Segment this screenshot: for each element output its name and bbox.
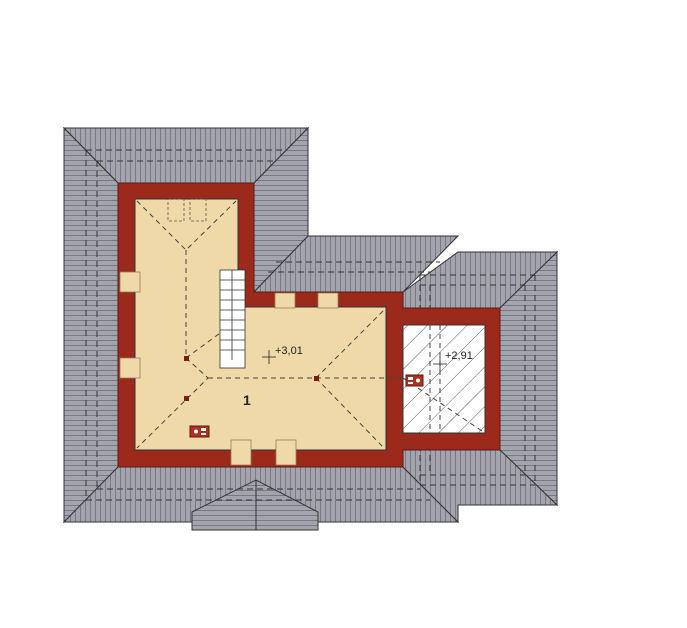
window <box>230 439 252 466</box>
room-1-floor <box>134 198 387 451</box>
window <box>119 271 141 293</box>
window <box>119 357 141 379</box>
chimney-icon <box>405 374 424 387</box>
roof-plane-west <box>63 126 119 524</box>
window <box>274 292 296 309</box>
roof-dashed-lines <box>85 149 536 501</box>
window <box>275 439 297 466</box>
chimney-icon <box>189 425 210 438</box>
level-marker-icon <box>262 350 447 371</box>
ceiling-slope-lines <box>136 200 486 449</box>
elevation-main: +3,01 <box>275 345 303 357</box>
staircase <box>219 269 246 369</box>
window <box>189 198 207 222</box>
elevation-annex: +2,91 <box>445 350 473 362</box>
window <box>317 292 339 309</box>
room-number: 1 <box>243 392 251 408</box>
dormer-roof <box>191 479 319 531</box>
roof <box>62 126 559 531</box>
posts <box>184 356 319 401</box>
window <box>167 198 185 222</box>
roof-windows <box>119 198 339 466</box>
